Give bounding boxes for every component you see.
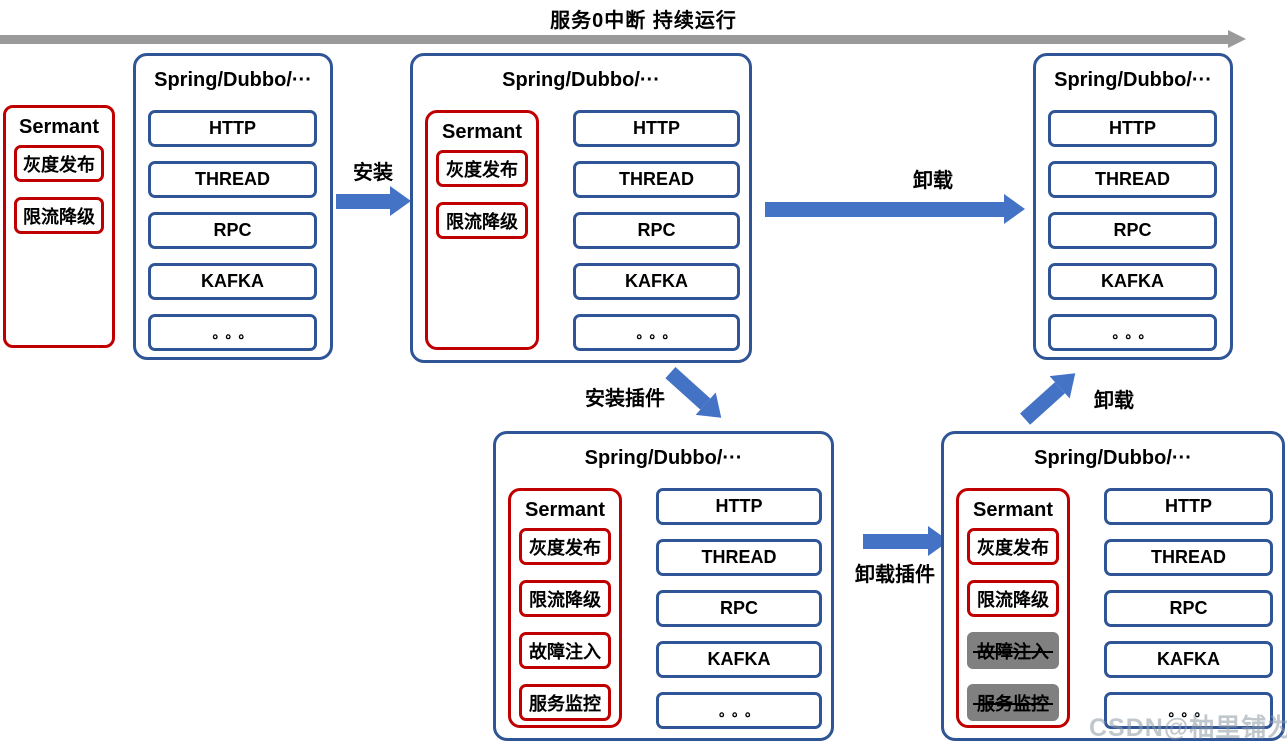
framework-column: HTTP THREAD RPC KAFKA 。。。 [1104,488,1273,731]
framework-column: HTTP THREAD RPC KAFKA 。。。 [1048,110,1217,353]
install-plugin-label: 安装插件 [585,388,665,410]
framework-kafka: KAFKA [148,263,317,300]
framework-ellipsis: 。。。 [1104,692,1273,729]
agent-title: Sermant [524,499,606,521]
service-title: Spring/Dubbo/··· [1034,447,1192,469]
plugin-chip-gray-release: 灰度发布 [436,150,528,187]
plugin-chip-gray-release: 灰度发布 [519,528,611,565]
timeline-arrow [0,35,1228,44]
plugin-chip-gray-release: 灰度发布 [967,528,1059,565]
service-box-agent-installed: Spring/Dubbo/··· Sermant 灰度发布 限流降级 HTTP … [410,53,752,363]
framework-http: HTTP [1048,110,1217,147]
agent-title: Sermant [441,121,523,143]
arrow-shaft [863,533,928,549]
framework-kafka: KAFKA [1048,263,1217,300]
sermant-agent: Sermant 灰度发布 限流降级 故障注入 服务监控 [956,488,1070,728]
service-box-after-uninstall: Spring/Dubbo/··· HTTP THREAD RPC KAFKA 。… [1033,53,1233,360]
sermant-agent: Sermant 灰度发布 限流降级 故障注入 服务监控 [508,488,622,728]
service-box-plugins-installed: Spring/Dubbo/··· Sermant 灰度发布 限流降级 故障注入 … [493,431,834,741]
framework-rpc: RPC [573,212,740,249]
service-body: Sermant 灰度发布 限流降级 故障注入 服务监控 HTTP THREAD … [944,488,1282,731]
service-title: Spring/Dubbo/··· [502,69,660,91]
framework-thread: THREAD [1104,539,1273,576]
framework-rpc: RPC [1048,212,1217,249]
service-body: Sermant 灰度发布 限流降级 HTTP THREAD RPC KAFKA … [413,110,749,353]
install-plugin-arrow-icon [661,361,732,429]
arrow-head [390,186,411,216]
sermant-agent-standalone: Sermant 灰度发布 限流降级 [3,105,115,348]
framework-thread: THREAD [656,539,822,576]
framework-column: HTTP THREAD RPC KAFKA 。。。 [148,110,317,353]
uninstall-label: 卸载 [913,170,953,192]
framework-thread: THREAD [573,161,740,198]
service-title: Spring/Dubbo/··· [584,447,743,469]
install-arrow-icon [336,186,411,216]
service-body: Sermant 灰度发布 限流降级 故障注入 服务监控 HTTP THREAD … [496,488,831,731]
arrow-head [1004,194,1025,224]
framework-http: HTTP [1104,488,1273,525]
service-title: Spring/Dubbo/··· [1054,69,1212,91]
watermark: CSDN@柚里铺为医开源 [1089,714,1287,742]
framework-thread: THREAD [1048,161,1217,198]
service-body: HTTP THREAD RPC KAFKA 。。。 [1036,110,1230,353]
service-box-plugins-uninstalled: Spring/Dubbo/··· Sermant 灰度发布 限流降级 故障注入 … [941,431,1285,741]
framework-http: HTTP [573,110,740,147]
sermant-agent: Sermant 灰度发布 限流降级 [425,110,539,350]
framework-http: HTTP [656,488,822,525]
framework-ellipsis: 。。。 [1048,314,1217,351]
plugin-chip-flow-control: 限流降级 [967,580,1059,617]
agent-title: Sermant [18,116,100,138]
plugin-chip-flow-control: 限流降级 [436,202,528,239]
arrow-shaft [765,201,1004,217]
framework-kafka: KAFKA [656,641,822,678]
uninstall-arrow-icon [765,194,1025,224]
framework-rpc: RPC [1104,590,1273,627]
install-label: 安装 [353,162,393,184]
plugin-chip-service-monitor: 服务监控 [519,684,611,721]
plugin-chip-service-monitor-disabled: 服务监控 [967,684,1059,721]
framework-rpc: RPC [656,590,822,627]
framework-thread: THREAD [148,161,317,198]
plugin-chip-flow-control: 限流降级 [14,197,104,234]
uninstall-arrow-up-icon [1015,362,1086,430]
framework-rpc: RPC [148,212,317,249]
agent-title: Sermant [972,499,1054,521]
framework-kafka: KAFKA [1104,641,1273,678]
framework-kafka: KAFKA [573,263,740,300]
arrow-shaft [336,193,390,209]
plugin-chip-fault-injection-disabled: 故障注入 [967,632,1059,669]
service-title: Spring/Dubbo/··· [154,69,312,91]
timeline-arrow-head-icon [1228,30,1246,48]
uninstall-plugin-label: 卸载插件 [855,564,935,586]
timeline-title: 服务0中断 持续运行 [550,10,737,32]
service-body: HTTP THREAD RPC KAFKA 。。。 [136,110,330,353]
framework-ellipsis: 。。。 [148,314,317,351]
plugin-chip-fault-injection: 故障注入 [519,632,611,669]
framework-column: HTTP THREAD RPC KAFKA 。。。 [573,110,740,353]
service-box-before-install: Spring/Dubbo/··· HTTP THREAD RPC KAFKA 。… [133,53,333,360]
plugin-chip-flow-control: 限流降级 [519,580,611,617]
uninstall-plugin-arrow-icon [863,526,949,556]
framework-ellipsis: 。。。 [573,314,740,351]
framework-column: HTTP THREAD RPC KAFKA 。。。 [656,488,822,731]
uninstall-label-bottom: 卸载 [1094,390,1134,412]
plugin-chip-gray-release: 灰度发布 [14,145,104,182]
framework-ellipsis: 。。。 [656,692,822,729]
arrow-shaft [1019,381,1065,425]
framework-http: HTTP [148,110,317,147]
arrow-shaft [665,366,711,410]
